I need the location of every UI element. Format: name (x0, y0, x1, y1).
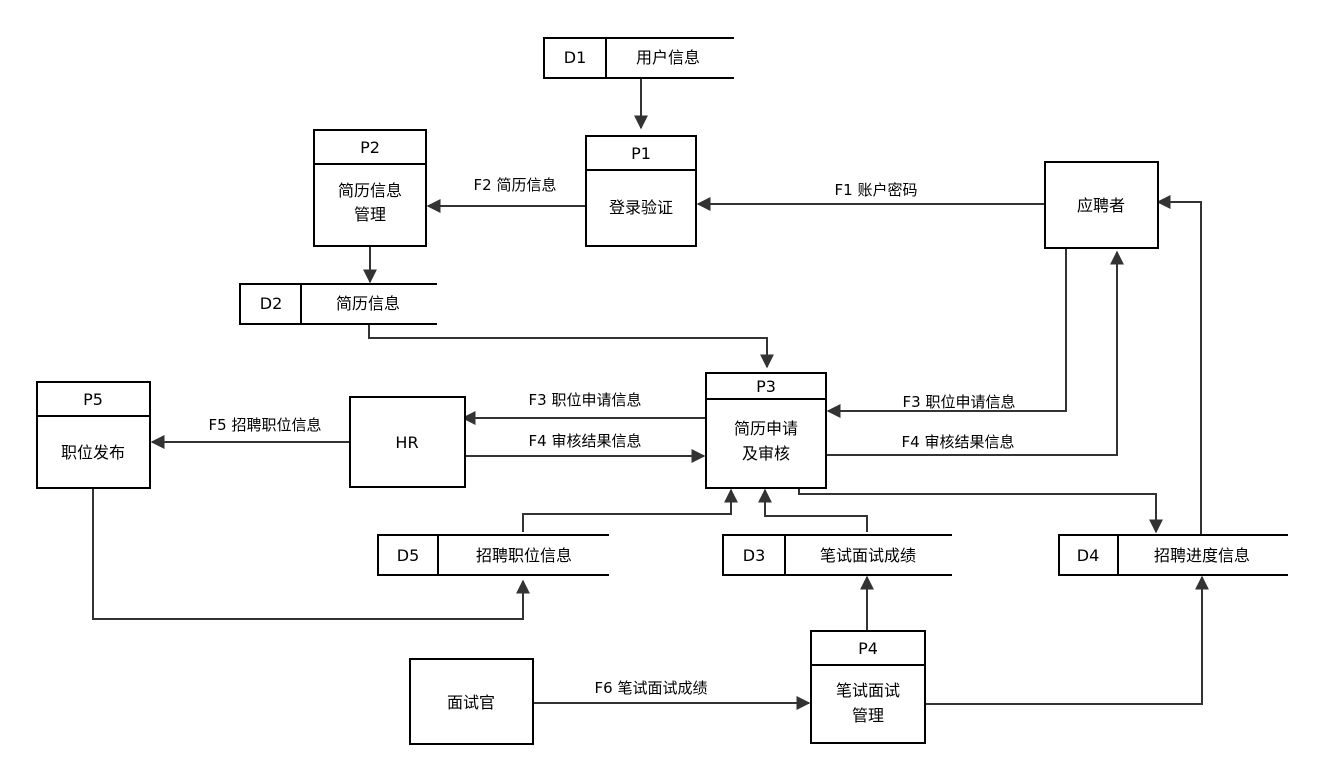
process-p3: P3 简历申请 及审核 (705, 372, 827, 489)
process-p4-name-line2: 管理 (852, 706, 884, 725)
entity-interviewer-label: 面试官 (447, 693, 495, 712)
flow-label-f3-applicant: F3 职位申请信息 (903, 393, 1016, 411)
flow-p5-to-d5 (92, 488, 530, 620)
flow-d4-to-applicant (1156, 195, 1202, 534)
flow-label-f4-hr: F4 审核结果信息 (529, 432, 642, 450)
store-d1-name: 用户信息 (636, 48, 700, 67)
flow-f3-applicant-to-p3 (826, 248, 1067, 418)
store-d1-id: D1 (564, 48, 587, 67)
process-p1: P1 登录验证 (585, 135, 697, 247)
store-d1: D1 用户信息 (543, 37, 734, 79)
store-d5-id: D5 (397, 546, 420, 565)
store-d2-name: 简历信息 (336, 294, 400, 313)
store-d2: D2 简历信息 (239, 283, 437, 325)
flow-p4-to-d4 (925, 575, 1209, 705)
process-p5: P5 职位发布 (36, 381, 151, 489)
flow-label-f1: F1 账户密码 (835, 181, 918, 199)
store-d2-id: D2 (260, 294, 283, 313)
store-d4-id: D4 (1077, 546, 1100, 565)
connectors (92, 78, 1209, 710)
process-p2-name-line1: 简历信息 (338, 181, 402, 200)
process-p2-name-line2: 管理 (354, 205, 386, 224)
flow-label-f6: F6 笔试面试成绩 (595, 679, 708, 697)
process-p5-name: 职位发布 (61, 443, 125, 462)
flow-d3-to-p3 (758, 488, 868, 532)
flow-f4-p3-to-applicant (827, 250, 1124, 456)
flow-labels: F1 账户密码 F2 简历信息 F3 职位申请信息 F4 审核结果信息 F3 职… (209, 176, 1016, 697)
entity-hr-label: HR (395, 433, 418, 452)
store-d3-name: 笔试面试成绩 (820, 546, 916, 565)
flow-label-f5: F5 招聘职位信息 (209, 416, 322, 434)
process-p2-id: P2 (360, 138, 380, 157)
process-p4-name-line1: 笔试面试 (836, 681, 900, 700)
process-p5-id: P5 (83, 390, 103, 409)
process-p1-name: 登录验证 (609, 198, 673, 217)
entity-hr: HR (349, 396, 466, 488)
store-d4: D4 招聘进度信息 (1058, 534, 1288, 576)
process-p3-name-line2: 及审核 (742, 444, 790, 463)
flow-label-f4-applicant: F4 审核结果信息 (902, 433, 1015, 451)
store-d4-name: 招聘进度信息 (1154, 546, 1250, 565)
process-p2: P2 简历信息 管理 (313, 129, 427, 247)
flow-d5-to-p3 (522, 488, 738, 532)
store-d3: D3 笔试面试成绩 (722, 534, 952, 576)
process-p1-id: P1 (631, 144, 651, 163)
store-d5: D5 招聘职位信息 (377, 534, 609, 576)
process-p3-name-line1: 简历申请 (734, 419, 798, 438)
entity-applicant: 应聘者 (1044, 161, 1159, 249)
flow-d2-to-p3 (368, 325, 774, 369)
flow-p3-to-d4 (798, 488, 1163, 534)
flow-label-f2: F2 简历信息 (474, 176, 557, 194)
store-d5-name: 招聘职位信息 (476, 546, 572, 565)
flow-label-f3-hr: F3 职位申请信息 (529, 391, 642, 409)
store-d3-id: D3 (743, 546, 766, 565)
entity-applicant-label: 应聘者 (1077, 196, 1125, 215)
entity-interviewer: 面试官 (409, 658, 534, 745)
process-p4-id: P4 (858, 639, 878, 658)
process-p3-id: P3 (756, 377, 776, 396)
process-p4: P4 笔试面试 管理 (810, 630, 926, 744)
